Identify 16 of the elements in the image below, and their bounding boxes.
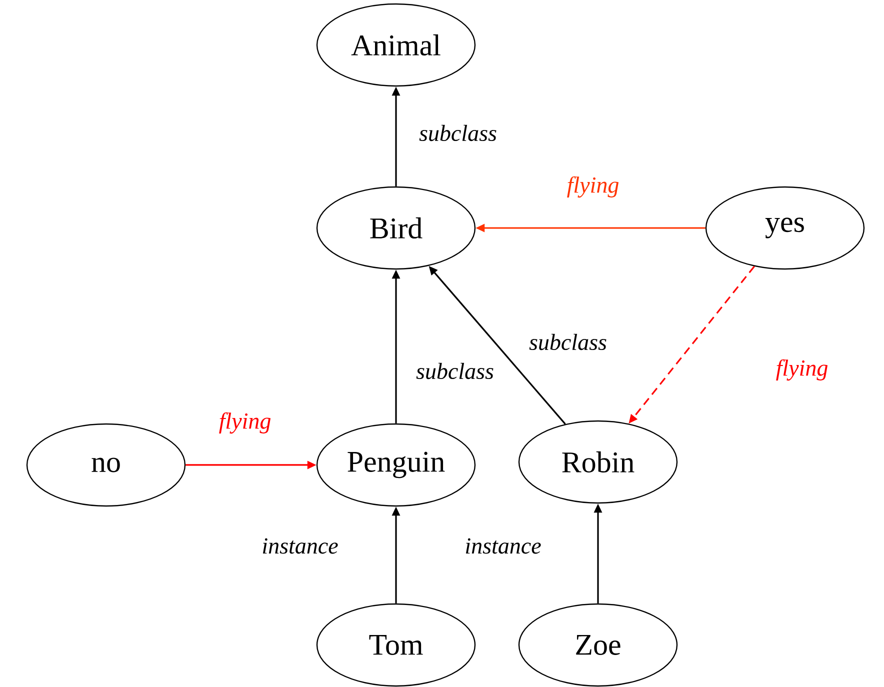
edge-label: subclass [529,334,606,350]
ellipse-node: Animal [316,3,476,87]
ellipse-node: no [26,423,186,507]
ellipse-node: yes [705,186,865,270]
edge-label: subclass [416,362,494,380]
ellipse-node: Tom [316,603,476,687]
ellipse-node: Robin [518,420,678,504]
ellipse-node: Bird [316,186,476,270]
edge-label: subclass [419,124,496,142]
edge-label: flying [219,412,271,434]
edge-label: instance [466,538,541,554]
edge-label: instance [262,538,338,554]
ellipse-node: Penguin [316,423,476,507]
edge-label: flying [567,176,619,198]
ellipse-node: Zoe [518,603,678,687]
edge-label: flying [776,359,828,381]
